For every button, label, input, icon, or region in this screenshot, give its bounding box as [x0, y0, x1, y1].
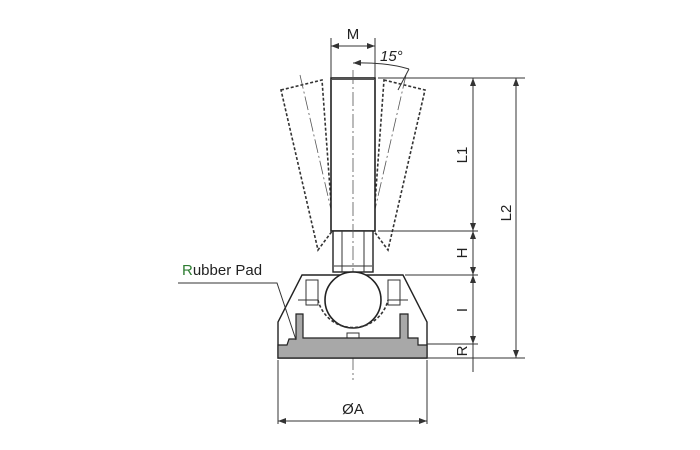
l2-label: L2 — [498, 205, 515, 222]
rubber-pad-label: Rubber Pad — [182, 262, 262, 279]
r-label: R — [454, 345, 471, 356]
m-label: M — [347, 26, 360, 43]
l1-label: L1 — [454, 147, 471, 164]
rubber-pad-rest: ubber Pad — [193, 262, 262, 279]
base-body — [277, 271, 428, 359]
angle-arc — [352, 59, 410, 70]
angle-label: 15° — [380, 48, 403, 65]
rubber-pad-initial: R — [182, 262, 193, 279]
h-label: H — [454, 248, 471, 259]
rubber-pad-leader — [178, 282, 297, 341]
rubber-pad — [277, 313, 428, 359]
tilted-shaft-right — [372, 78, 426, 252]
i-label: I — [454, 308, 471, 312]
diameter-label: ØA — [342, 401, 364, 418]
